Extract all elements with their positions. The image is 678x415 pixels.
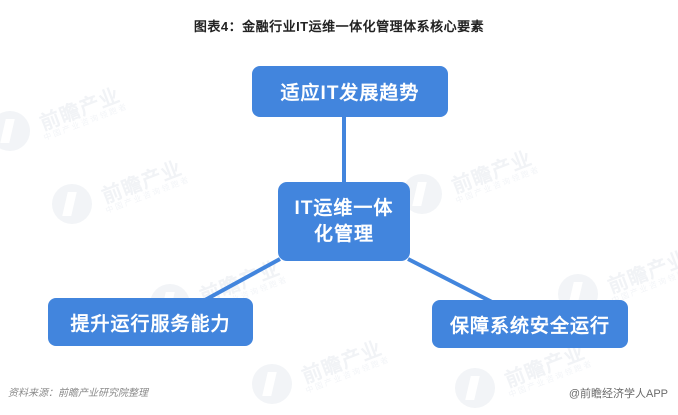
chart-title: 图表4：金融行业IT运维一体化管理体系核心要素 xyxy=(193,19,485,34)
node-it-ops-integrated-management[interactable]: IT运维一体化管理 xyxy=(278,182,410,261)
brand-credit: @前瞻经济学人APP xyxy=(568,388,668,400)
node-adapt-it-trends[interactable]: 适应IT发展趋势 xyxy=(252,66,448,117)
node-center-label: IT运维一体化管理 xyxy=(294,197,394,245)
node-ensure-system-security[interactable]: 保障系统安全运行 xyxy=(432,300,628,348)
connector-center-to-left xyxy=(204,257,281,302)
connector-center-to-right xyxy=(407,257,493,304)
source-note: 资料来源：前瞻产业研究院整理 xyxy=(8,388,148,399)
node-improve-service-capability[interactable]: 提升运行服务能力 xyxy=(48,298,253,346)
